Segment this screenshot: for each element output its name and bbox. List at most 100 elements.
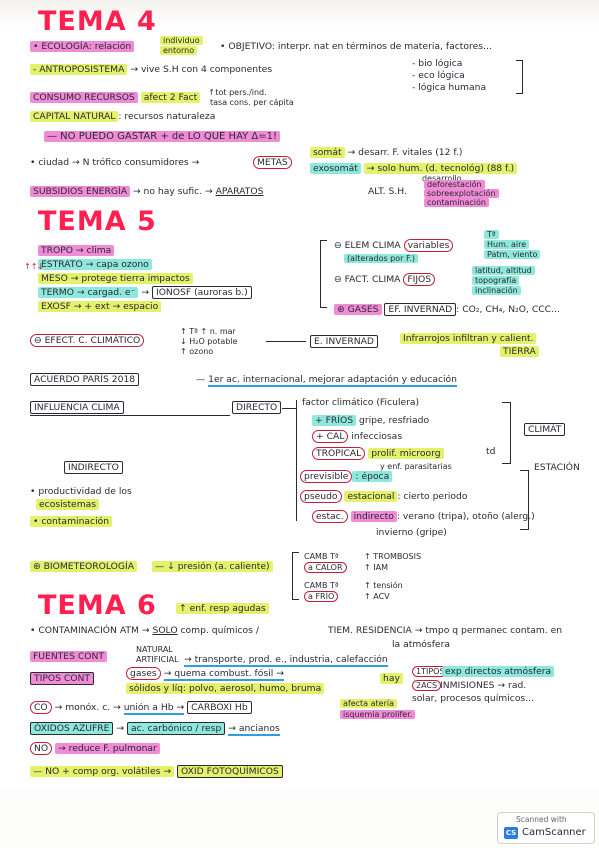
infrarrojos-line: Infrarrojos infiltran y calient. <box>400 333 537 344</box>
fact-topografia: topografía <box>472 276 520 285</box>
logica-humana: - lógica humana <box>412 82 487 93</box>
exp-directos: exp directos atmósfera <box>442 666 555 677</box>
camscanner-text: CamScanner <box>522 827 586 838</box>
elem-hum: Hum. aire <box>484 240 530 249</box>
contaminacion-line: • contaminación <box>30 516 113 527</box>
objetivo-line: • OBJETIVO: interpr. nat en términos de … <box>220 41 492 52</box>
somat-line: somát → desarr. F. vitales (12 f.) <box>310 147 462 158</box>
biometeorologia-line: ⊛ BIOMETEOROLOGÍA <box>30 561 137 572</box>
tipos-cont-label: TIPOS CONT <box>30 672 94 685</box>
enf-resp-note: ↑ enf. resp agudas <box>176 603 269 614</box>
tema6-title: TEMA 6 <box>38 590 157 621</box>
frios-line: + FRÍOS gripe, resfriado <box>312 415 429 426</box>
factor-climatico: factor climático (Ficulera) <box>302 397 420 408</box>
solar-procesos: solar, procesos químicos... <box>412 693 534 704</box>
eco-logica: - eco lógica <box>412 70 465 81</box>
no-puedo-gastar-line: — NO PUEDO GASTAR + de LO QUE HAY Δ=1! <box>44 131 281 142</box>
tipos-2: 2ACS <box>412 680 442 691</box>
hay-label: hay <box>380 673 403 684</box>
fuente-natural: NATURAL <box>136 645 173 654</box>
bio-logica: - bio lógica <box>412 58 463 69</box>
fuente-artificial-desc: → transporte, prod. e., industria, calef… <box>184 654 388 667</box>
fuentes-cont-label: FUENTES CONT <box>30 651 107 662</box>
influencia-underline <box>30 415 230 417</box>
invierno-line: invierno (gripe) <box>376 527 447 538</box>
elem-patm: Patm, viento <box>484 250 541 259</box>
exosomat-line: exosomát → solo hum. (d. tecnológ) (88 f… <box>310 163 518 174</box>
termo-line: TERMO → cargad. e⁻ → IONOSF (auroras b.) <box>38 286 252 299</box>
contaminacion-atm-line: • CONTAMINACIÓN ATM → SOLO comp. químico… <box>30 625 259 636</box>
scanned-with-text: Scanned with <box>516 815 567 824</box>
antroposistema-line: - ANTROPOSISTEMA → vive S.H con 4 compon… <box>30 64 272 75</box>
clim-brace <box>502 402 511 464</box>
productividad-line: • productividad de los <box>30 486 132 497</box>
efect-ta-mar: ↑ Tª ↑ n. mar <box>180 327 236 336</box>
efect-arrow <box>266 341 306 343</box>
tema5-title: TEMA 5 <box>38 206 157 237</box>
elem-alterados-note: (alterados por F.) <box>344 254 418 263</box>
efect-h2o: ↓ H₂O potable <box>180 337 238 346</box>
atmosfera-line: la atmósfera <box>392 639 450 650</box>
presion-line: — ↓ presión (a. caliente) <box>152 561 273 572</box>
efecto-invernadero-box: E. INVERNAD <box>310 335 378 348</box>
atm-brace <box>320 240 327 308</box>
enf-parasitarias: y enf. parasitarias <box>380 462 452 471</box>
pseudo-line: pseudo estacional: cierto periodo <box>300 490 467 503</box>
isquemia: isquemia prolifer. <box>340 710 416 719</box>
elem-clima-line: ⊖ ELEM CLIMA variables <box>334 239 454 252</box>
metas-box: METAS <box>253 156 292 169</box>
directo-vline <box>296 400 298 455</box>
ecosistemas-line: ecosistemas <box>36 499 100 510</box>
alt-contaminacion: contaminación <box>424 198 489 207</box>
tipos-1: 1TIPOS <box>412 666 449 677</box>
previsible-line: previsible: época <box>300 470 393 483</box>
tipos-gases-line: gases → quema combust. fósil → <box>126 667 284 681</box>
gases-line: ⊛ GASES EF. INVERNAD: CO₂, CH₄, N₂O, CCC… <box>334 303 560 316</box>
tension: ↑ tensión <box>364 581 403 590</box>
ecologia-label: • ECOLOGÍA: relación <box>30 41 135 52</box>
estrato-line: ESTRATO → capa ozono <box>38 259 152 270</box>
acuerdo-paris-line: ACUERDO PARÍS 2018 <box>30 373 140 386</box>
tiem-residencia-line: TIEM. RESIDENCIA → tmpo q permanec conta… <box>328 625 563 636</box>
no-comp-org-line: — NO + comp org. volátiles → OXID FOTOQU… <box>30 765 283 778</box>
tierra-label: TIERRA <box>500 346 539 357</box>
estacion-label: ESTACIÓN <box>534 462 580 473</box>
individuo-note: individuo <box>160 36 203 45</box>
fact-latitud: latitud, altitud <box>472 266 535 275</box>
directo-arrow <box>282 408 296 410</box>
afecta-ateria: afecta atería <box>340 699 397 708</box>
acv: ↑ ACV <box>364 592 390 601</box>
camb-frio-2: a FRÍO <box>304 591 339 602</box>
elem-ta: Tª <box>484 230 499 239</box>
cal-line: + CAL infecciosas <box>312 430 402 443</box>
f-tot-note: f tot pers./ind. <box>210 88 267 97</box>
no-line: NO → reduce F. pulmonar <box>30 742 160 755</box>
fuente-artificial: ARTIFICIAL <box>136 655 179 664</box>
capital-natural-line: CAPITAL NATURAL: recursos naturaleza <box>30 111 215 122</box>
meso-line: MESO → protege tierra impactos <box>38 273 193 284</box>
consumo-recursos-line: CONSUMO RECURSOS afect 2 Fact <box>30 92 201 103</box>
inmisiones: INMISIONES → rad. <box>440 680 527 691</box>
climat-box: CLIMÁT <box>524 423 566 436</box>
efect-ozono: ↑ ozono <box>180 347 214 356</box>
oxidos-azufre-line: ÓXIDOS AZUFRE → ac. carbónico / resp → a… <box>30 722 280 736</box>
camb-brace <box>292 552 299 600</box>
camscanner-badge: Scanned with CS CamScanner <box>497 812 595 844</box>
acuerdo-paris-desc: — 1er ac. internacional, mejorar adaptac… <box>196 374 457 387</box>
iam: ↑ IAM <box>364 563 388 572</box>
desarrollo-note: desarrollo <box>422 174 462 183</box>
entorno-note: entorno <box>160 46 198 55</box>
efect-cc-line: ⊖ EFECT. C. CLIMÁTICO <box>30 334 145 347</box>
fact-inclinacion: inclinación <box>472 286 521 295</box>
tropo-line: TROPO → clima <box>38 245 115 256</box>
fact-clima-line: ⊖ FACT. CLIMA FIJOS <box>334 273 436 286</box>
bio-brace <box>516 60 523 94</box>
trombosis: ↑ TROMBOSIS <box>364 552 422 561</box>
indirecto-box: INDIRECTO <box>64 461 123 474</box>
alt-deforestacion: deforestación <box>424 180 485 189</box>
paper-fold-shadow <box>0 0 599 28</box>
estacion-vline <box>296 455 298 521</box>
ciudad-line: • ciudad → N trófico consumidores → <box>30 157 200 168</box>
tema4-title: TEMA 4 <box>38 6 157 37</box>
